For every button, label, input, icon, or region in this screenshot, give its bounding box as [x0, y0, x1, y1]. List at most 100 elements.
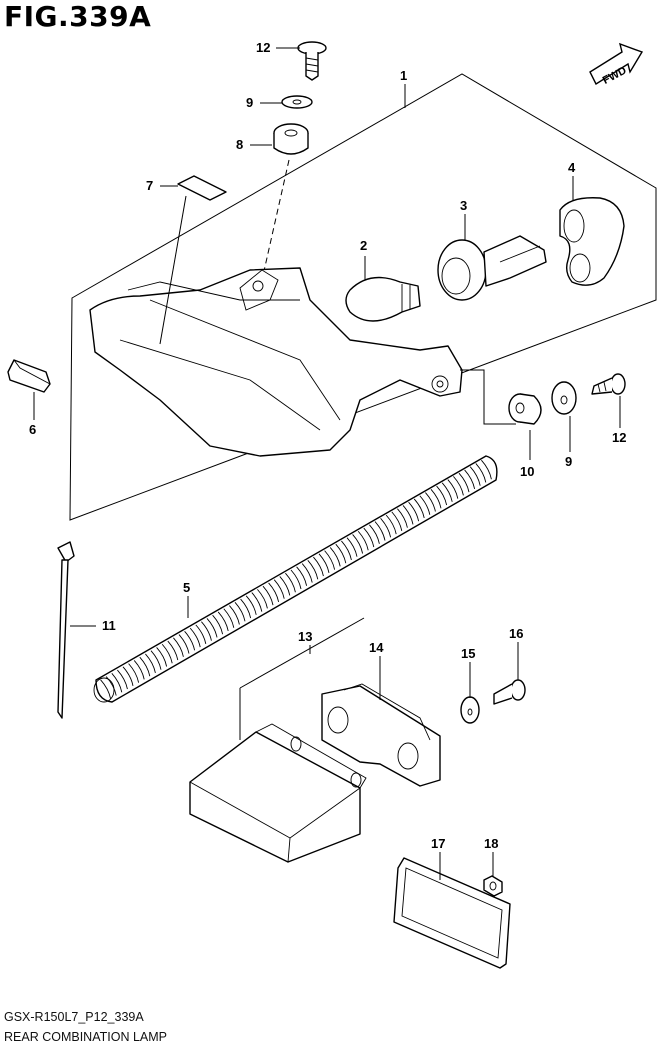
fwd-arrow-icon: FWD [589, 42, 644, 87]
tube-rib [206, 618, 218, 638]
tube-rib [184, 631, 196, 651]
tube-rib [178, 634, 190, 654]
tube-rib [430, 488, 442, 509]
tube-rib [357, 530, 369, 551]
tube-rib [447, 479, 459, 499]
tube-rib [240, 598, 252, 619]
tube-rib [245, 595, 257, 615]
tube-rib [352, 534, 364, 554]
tube-rib [122, 666, 134, 686]
tube-rib [285, 572, 296, 593]
tube-rib [397, 508, 408, 528]
callout-10: 10 [520, 464, 534, 479]
assembly-boundary [69, 73, 657, 521]
tube-rib [419, 495, 431, 515]
tube-rib [117, 669, 128, 690]
screw-16 [493, 679, 526, 705]
screw-12-right [591, 373, 626, 395]
tube-rib [335, 543, 347, 564]
tube-rib [217, 611, 229, 632]
callout-7: 7 [146, 178, 153, 193]
tube-rib [413, 498, 425, 519]
tube-rib [464, 469, 476, 490]
socket-3 [437, 235, 547, 301]
tube-rib [133, 660, 145, 680]
bracket-14 [321, 683, 441, 787]
tube-rib [262, 585, 274, 606]
lamp-housing-1 [89, 267, 463, 457]
washer-15 [460, 696, 480, 724]
screw-12-top [297, 41, 327, 81]
tube-rib [313, 556, 324, 577]
tube-rib [257, 589, 268, 609]
callout-2: 2 [360, 238, 367, 253]
callout-1: 1 [400, 68, 407, 83]
tube-rib [201, 621, 212, 641]
tube-rib [111, 673, 123, 693]
tube-rib [139, 656, 151, 677]
tube-rib [469, 466, 481, 486]
tube-rib [212, 614, 224, 635]
tube-rib [346, 537, 358, 557]
tube-rib [453, 476, 464, 496]
tube-rib [223, 608, 235, 628]
tube-rib [341, 540, 352, 561]
tube-rib [408, 501, 420, 522]
tube-rib [189, 627, 201, 648]
tube-rib [156, 647, 168, 667]
cover-4 [559, 197, 625, 286]
tube-rib [369, 524, 380, 544]
grommet-10 [508, 393, 542, 425]
tube-rib [161, 643, 173, 664]
callout-12-right: 12 [612, 430, 626, 445]
callout-3: 3 [460, 198, 467, 213]
tube-rib [251, 592, 263, 612]
tube-rib [458, 472, 470, 493]
tube-rib [268, 582, 280, 603]
tube-rib [145, 653, 156, 674]
tube-rib [307, 560, 319, 580]
tube-rib [296, 566, 308, 586]
tube-rib [475, 463, 487, 483]
tube-rib [279, 576, 291, 596]
tube-rib [173, 637, 184, 657]
license-lamp-13 [189, 723, 367, 863]
tube-rib [128, 663, 140, 683]
callout-12-top: 12 [256, 40, 270, 55]
tube-rib [100, 679, 112, 699]
sticker-7 [177, 175, 227, 201]
pad-6 [7, 359, 51, 393]
callout-15: 15 [461, 646, 475, 661]
tube-rib [441, 482, 453, 502]
cable-tie-11 [57, 541, 75, 719]
tube-rib [329, 547, 341, 567]
callout-17: 17 [431, 836, 445, 851]
figure-title: FIG.339A [4, 0, 152, 33]
tube-rib [234, 601, 246, 622]
callout-14: 14 [369, 640, 384, 655]
callout-9-top: 9 [246, 95, 253, 110]
callout-5: 5 [183, 580, 190, 595]
figure-name: REAR COMBINATION LAMP [4, 1030, 167, 1044]
callout-11: 11 [102, 618, 116, 633]
tube-rib [301, 563, 313, 583]
tube-rib [385, 514, 397, 535]
tube-rib [167, 640, 179, 661]
callout-16: 16 [509, 626, 523, 641]
bulb-2 [345, 276, 421, 322]
tube-rib [380, 518, 392, 538]
callout-18: 18 [484, 836, 498, 851]
nut-18 [483, 875, 503, 897]
tube-rib [324, 550, 336, 570]
tube-rib [105, 676, 117, 696]
tube-rib [481, 459, 492, 480]
washer-9-top [281, 95, 313, 109]
tube-rib [290, 569, 302, 590]
bracket-13-top [239, 617, 365, 689]
tube-rib [195, 624, 207, 644]
callout-4: 4 [568, 160, 576, 175]
tube-rib [229, 605, 240, 625]
reflector-17 [393, 857, 511, 969]
